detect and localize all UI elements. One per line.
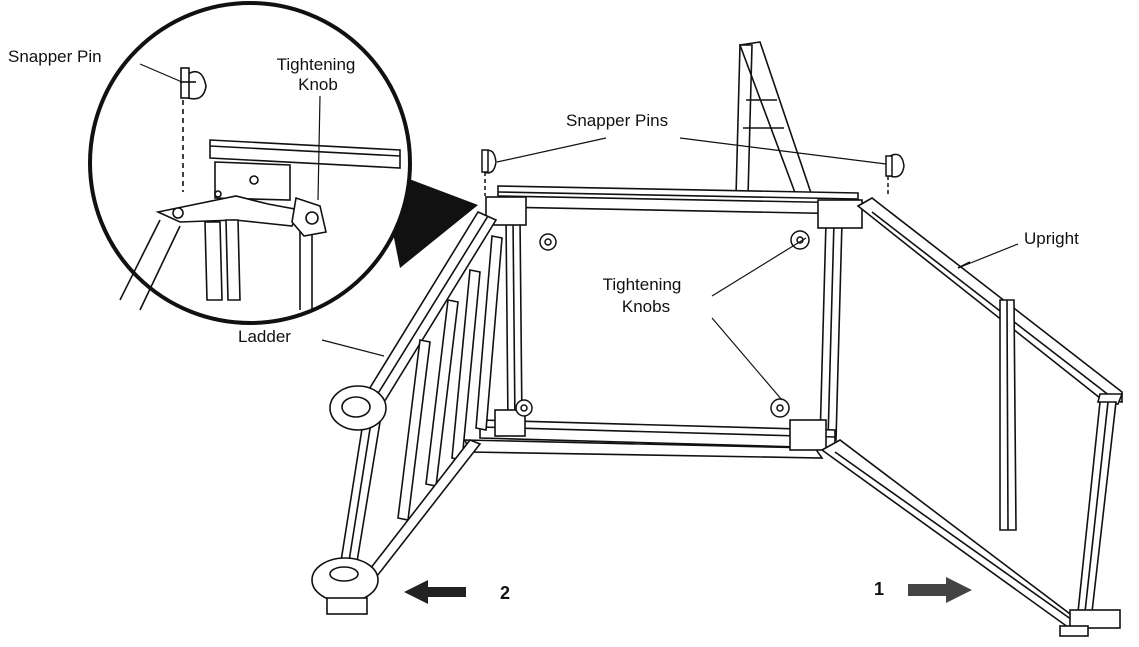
- magnifier-detail: [88, 1, 412, 325]
- label-upright: Upright: [1024, 229, 1079, 248]
- tightening-knob-top-left: [539, 233, 557, 251]
- ladder-wheel-lower: [311, 557, 379, 615]
- label-tightening-knobs-line1: Tightening: [603, 275, 682, 294]
- label-tightening-knob-line1: Tightening: [277, 55, 356, 74]
- ladder-wheel-upper: [329, 385, 387, 431]
- arrow-right-icon: [908, 577, 972, 603]
- snapper-pin-right: [885, 153, 905, 196]
- tightening-knob-top-right: [790, 230, 810, 250]
- label-ladder: Ladder: [238, 327, 291, 346]
- label-snapper-pin: Snapper Pin: [8, 47, 102, 66]
- label-snapper-pins: Snapper Pins: [566, 111, 668, 130]
- right-upright: [820, 197, 1124, 637]
- label-tightening-knobs-line2: Knobs: [622, 297, 670, 316]
- step-number-1: 1: [874, 579, 884, 599]
- tightening-knob-bottom-left: [515, 399, 533, 417]
- leader-lines: [139, 63, 1019, 401]
- arrow-step-1: 1: [874, 577, 972, 603]
- arrow-step-2: 2: [404, 580, 510, 604]
- snapper-pin-left: [481, 149, 497, 196]
- tightening-knob-bottom-right: [770, 398, 790, 418]
- step-number-2: 2: [500, 583, 510, 603]
- arrow-left-icon: [404, 580, 466, 604]
- back-a-frame: [735, 41, 814, 199]
- label-tightening-knob-line2: Knob: [298, 75, 338, 94]
- main-frame: [463, 185, 863, 459]
